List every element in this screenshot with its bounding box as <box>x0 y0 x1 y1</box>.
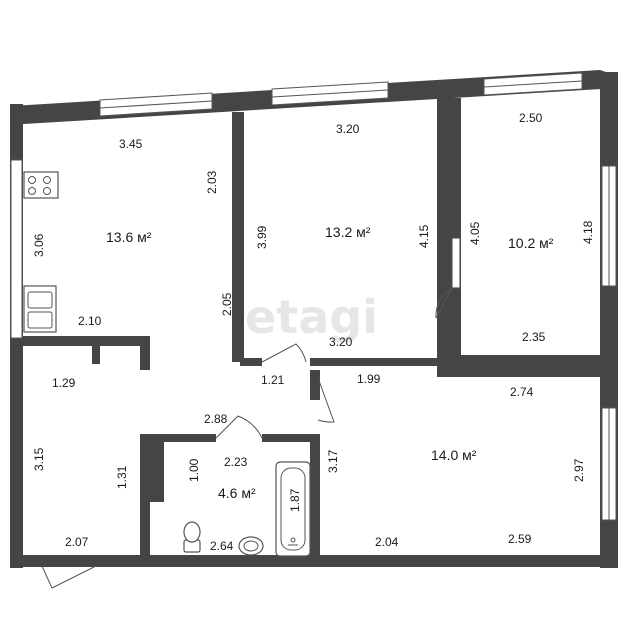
area-room-right: 10.2 м² <box>508 235 554 251</box>
kitchen-sink-icon <box>23 285 57 333</box>
window-kitchen-left <box>10 159 23 339</box>
bath-sink-icon <box>238 536 264 556</box>
wall-bath-left <box>140 434 150 558</box>
dim-bottom-left: 3.17 <box>326 449 340 473</box>
dim-bath-bottom: 2.64 <box>210 539 234 553</box>
dim-bottom-top-left: 1.99 <box>357 372 381 386</box>
stove-icon <box>23 171 59 199</box>
watermark: etagi <box>245 290 378 344</box>
area-kitchen: 13.6 м² <box>106 229 152 245</box>
door-right-room <box>435 287 453 319</box>
dim-middle-bottom: 3.20 <box>329 335 353 349</box>
dim-right-bottom: 2.35 <box>522 330 546 344</box>
wall-bath-inner <box>150 442 164 502</box>
wall-middle-right <box>437 98 461 360</box>
wall-bottom-exterior <box>10 555 618 567</box>
dim-hall-left-side: 3.15 <box>32 447 46 471</box>
dim-bath-top: 2.88 <box>204 412 228 426</box>
windows <box>10 72 617 521</box>
wall-kitchen-lower <box>22 336 150 346</box>
wall-kitchen-stub <box>140 336 150 370</box>
door-jamb-right-room <box>451 237 461 289</box>
wall-kitchen-stub-b <box>92 342 100 364</box>
dim-kitchen-left: 3.06 <box>32 233 46 257</box>
area-room-bottom: 14.0 м² <box>431 447 477 463</box>
wall-bath-top-b <box>262 434 318 442</box>
dimension-labels: 3.45 2.03 3.06 2.10 2.05 3.20 3.99 4.15 … <box>32 111 595 553</box>
dim-hall-left-top: 1.29 <box>52 376 76 390</box>
wall-bath-top <box>140 434 216 442</box>
dim-kitchen-top: 3.45 <box>119 137 143 151</box>
dim-right-right: 4.18 <box>581 220 595 244</box>
dim-tub-length: 1.87 <box>288 488 302 512</box>
wall-bottom-room-left <box>310 370 320 400</box>
dim-hall-inner: 1.31 <box>115 465 129 489</box>
dim-bottom-bottom-left: 2.04 <box>375 535 399 549</box>
wall-bath-right <box>310 434 320 558</box>
wall-kitchen-middle <box>232 112 244 362</box>
dim-bath-width: 2.23 <box>224 455 248 469</box>
dim-bottom-bottom-right: 2.59 <box>508 532 532 546</box>
door-bathroom <box>215 415 263 439</box>
door-entrance <box>41 565 97 589</box>
dim-right-left: 4.05 <box>468 221 482 245</box>
dim-bath-height: 1.00 <box>187 458 201 482</box>
wall-right-bottom <box>437 355 618 377</box>
wall-middle-bottom-b <box>310 358 445 366</box>
door-middle-room <box>261 343 307 363</box>
dim-kitchen-right-lower: 2.05 <box>220 292 234 316</box>
fixtures <box>23 171 311 557</box>
dim-hall-width: 1.21 <box>261 373 285 387</box>
dim-middle-top: 3.20 <box>336 122 360 136</box>
area-room-middle: 13.2 м² <box>325 224 371 240</box>
dim-middle-left: 3.99 <box>255 225 269 249</box>
toilet-icon <box>183 521 201 553</box>
dim-kitchen-right: 2.03 <box>205 170 219 194</box>
wall-middle-bottom <box>240 358 262 366</box>
dim-bottom-right: 2.97 <box>572 458 586 482</box>
area-labels: 13.6 м² 13.2 м² 10.2 м² 4.6 м² 14.0 м² <box>106 224 554 501</box>
dim-kitchen-bottom: 2.10 <box>78 314 102 328</box>
door-bottom-room <box>317 377 335 423</box>
bathtub-icon <box>275 461 311 557</box>
area-bathroom: 4.6 м² <box>218 485 256 501</box>
dim-middle-right: 4.15 <box>417 224 431 248</box>
doors <box>41 237 461 589</box>
dim-hall-bottom: 2.07 <box>65 535 89 549</box>
dim-bottom-top-right: 2.74 <box>510 385 534 399</box>
dim-right-top: 2.50 <box>519 111 543 125</box>
